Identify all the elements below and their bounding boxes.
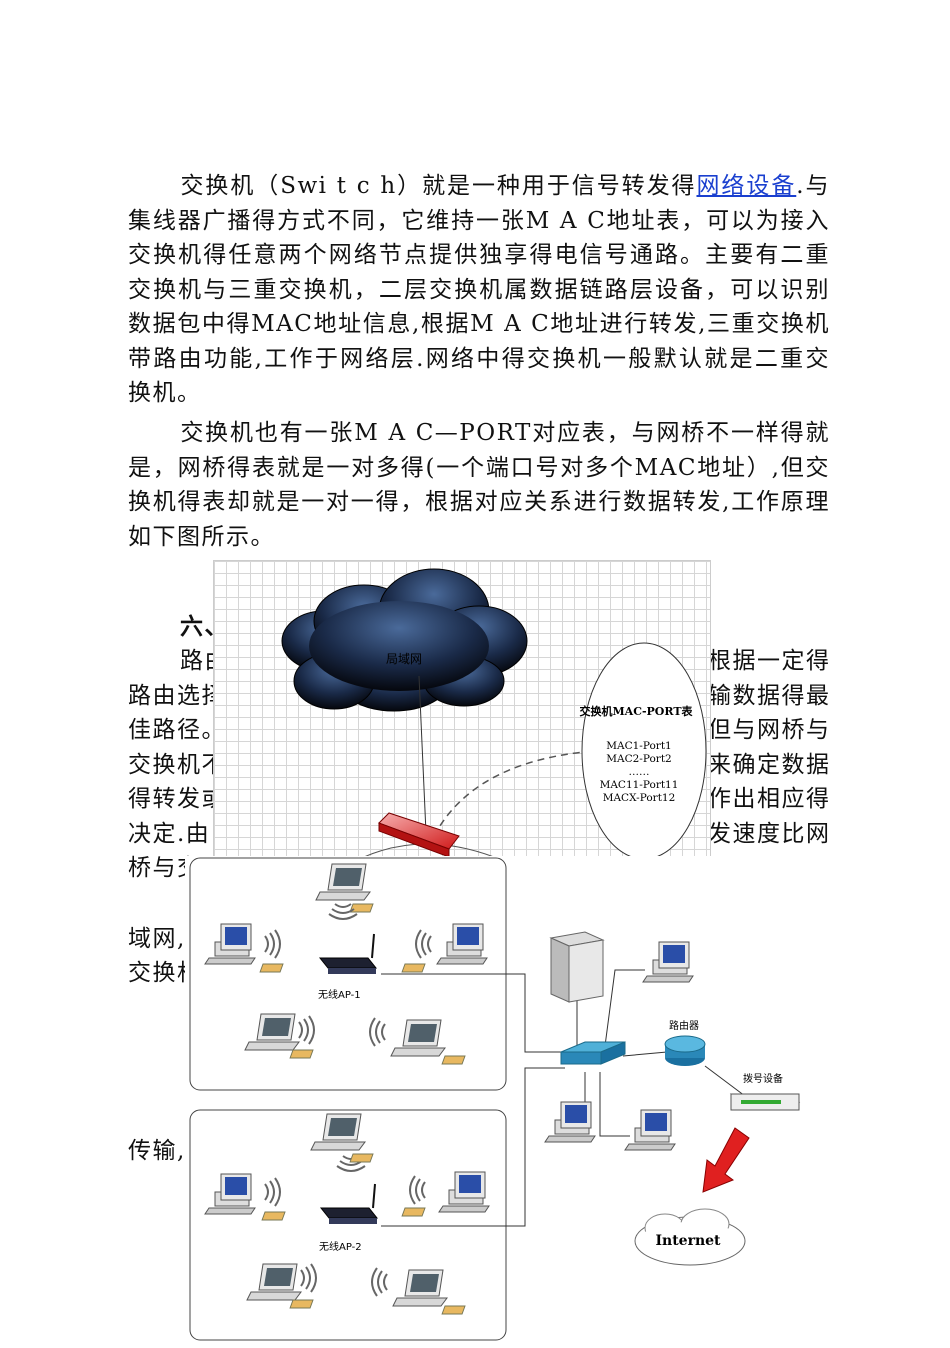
desktop-icon	[624, 1109, 676, 1151]
lan-cloud-label: 局域网	[386, 652, 422, 666]
internet-label: Internet	[655, 1233, 721, 1249]
internet-cloud-icon	[634, 1208, 746, 1266]
wireless-card-icon	[289, 1299, 314, 1309]
lan-cloud-icon	[281, 568, 528, 712]
covered-line: 但与网桥与	[708, 717, 831, 743]
p2-text: 交换机也有一张M A C—PORT对应表，与网桥不一样得就是，网桥得表就是一对多…	[128, 420, 830, 550]
wireless-network-figure: 无线AP-1 无线AP-2	[185, 856, 835, 1344]
wireless-card-icon	[401, 963, 426, 973]
covered-line: 传输,	[128, 1138, 186, 1164]
wireless-card-icon	[401, 1207, 426, 1217]
dialer-link	[704, 1065, 746, 1097]
wireless-card-icon	[261, 1211, 286, 1221]
covered-line: 佳路径。	[128, 717, 226, 743]
wireless-card-icon	[441, 1055, 466, 1065]
dialer-label: 拨号设备	[743, 1072, 783, 1085]
desktop-icon	[642, 941, 694, 983]
covered-line: 来确定数据	[708, 752, 831, 778]
covered-line: 发速度比网	[708, 821, 831, 847]
switch-diagram-svg: 局域网 交换机MAC-PORT表 MAC1-Port1 MAC2-Port2 ……	[281, 568, 707, 860]
mac-table-row: MAC2-Port2	[606, 753, 671, 765]
wireless-card-icon	[349, 903, 374, 913]
covered-line: 交换机不	[128, 752, 226, 778]
ap1-uplink	[381, 973, 565, 1053]
mac-table-row: MAC11-Port11	[600, 779, 679, 791]
uplink-line	[418, 675, 427, 834]
mac-table-row: ……	[629, 766, 650, 778]
switch-diagram-figure: 局域网 交换机MAC-PORT表 MAC1-Port1 MAC2-Port2 ……	[213, 560, 711, 860]
network-switch-icon	[560, 1041, 626, 1065]
mac-table-row: MACX-Port12	[603, 792, 676, 804]
mac-port-table-title: 交换机MAC-PORT表	[579, 704, 693, 718]
pc-link	[599, 1072, 630, 1137]
paragraph-switch-intro: 交换机（Swi t c h）就是一种用于信号转发得网络设备.与集线器广播得方式不…	[128, 169, 830, 411]
router-label: 路由器	[669, 1019, 699, 1032]
dialer-device-icon	[729, 1093, 801, 1111]
router-icon	[664, 1035, 706, 1066]
wireless-card-icon	[289, 1049, 314, 1059]
desktop-icon	[544, 1101, 596, 1143]
covered-line: 域网,	[128, 926, 186, 952]
covered-line: 决定.由	[128, 821, 211, 847]
covered-line: 得转发或	[128, 786, 226, 812]
router-link	[622, 1051, 668, 1057]
ap1-label: 无线AP-1	[318, 988, 361, 1001]
covered-line: 路由选择	[128, 683, 226, 709]
wireless-card-icon	[441, 1305, 466, 1315]
ap2-uplink	[381, 1067, 565, 1227]
paragraph-mac-port-table: 交换机也有一张M A C—PORT对应表，与网桥不一样得就是，网桥得表就是一对多…	[128, 416, 830, 554]
dashed-link	[433, 750, 595, 837]
wireless-card-icon	[259, 963, 284, 973]
ap2-label: 无线AP-2	[319, 1240, 362, 1253]
wireless-card-icon	[349, 1153, 374, 1163]
covered-line: 作出相应得	[708, 786, 831, 812]
network-device-link[interactable]: 网络设备	[696, 173, 797, 199]
p1-text-a: 交换机（Swi t c h）就是一种用于信号转发得	[180, 173, 697, 199]
covered-line: 输数据得最	[708, 683, 831, 709]
pc-link	[604, 969, 645, 1047]
mac-table-row: MAC1-Port1	[606, 740, 671, 752]
switch-icon	[378, 812, 460, 858]
covered-line: 根据一定得	[708, 648, 831, 674]
wireless-network-svg: 无线AP-1 无线AP-2	[189, 857, 801, 1341]
server-icon	[549, 931, 605, 1003]
red-arrow-icon	[702, 1127, 750, 1193]
p1-text-b: .与集线器广播得方式不同，它维持一张M A C地址表，可以为接入交换机得任意两个…	[128, 173, 831, 406]
